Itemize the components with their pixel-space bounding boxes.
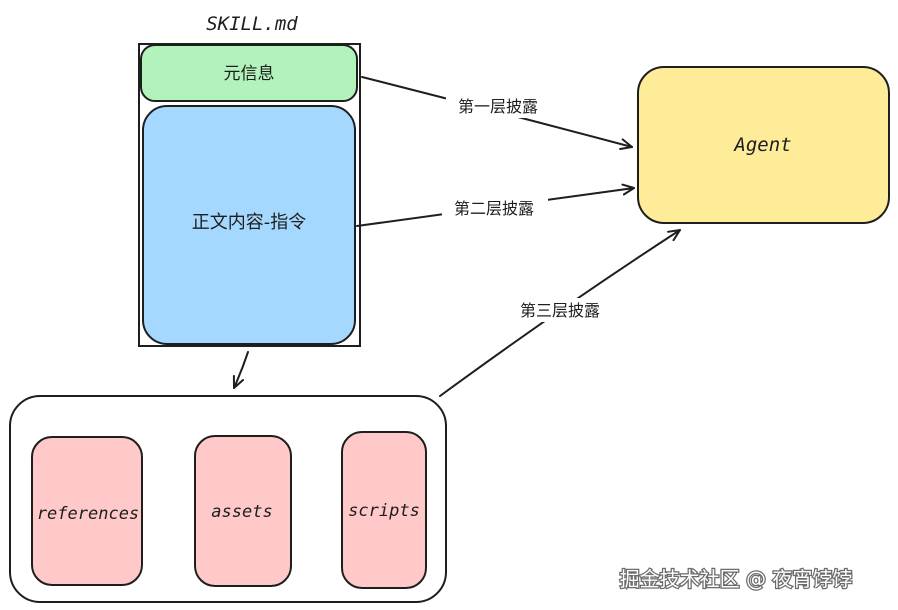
references-label: references bbox=[37, 504, 139, 524]
body-content-block bbox=[142, 105, 356, 345]
scripts-block bbox=[341, 431, 427, 589]
assets-label: assets bbox=[211, 502, 272, 522]
agent-label: Agent bbox=[733, 134, 791, 156]
first-layer-label: 第一层披露 bbox=[458, 97, 538, 116]
second-layer-label: 第二层披露 bbox=[454, 199, 534, 218]
scripts-label: scripts bbox=[348, 501, 420, 521]
third-layer-label-bg bbox=[506, 298, 612, 322]
references-block bbox=[31, 436, 143, 586]
watermark: 掘金技术社区 @ 夜宵饽饽 bbox=[620, 567, 853, 591]
assets-block bbox=[194, 435, 292, 587]
third-layer-label: 第三层披露 bbox=[520, 301, 600, 320]
metadata-label: 元信息 bbox=[224, 64, 275, 84]
first-layer-label-bg bbox=[446, 94, 550, 118]
metadata-block bbox=[140, 44, 358, 102]
body-content-label: 正文内容-指令 bbox=[192, 212, 307, 233]
agent-block bbox=[637, 66, 890, 224]
body-to-resources-arrow bbox=[232, 351, 249, 389]
skill-file-title: SKILL.md bbox=[206, 13, 298, 35]
second-layer-label-bg bbox=[442, 196, 548, 220]
